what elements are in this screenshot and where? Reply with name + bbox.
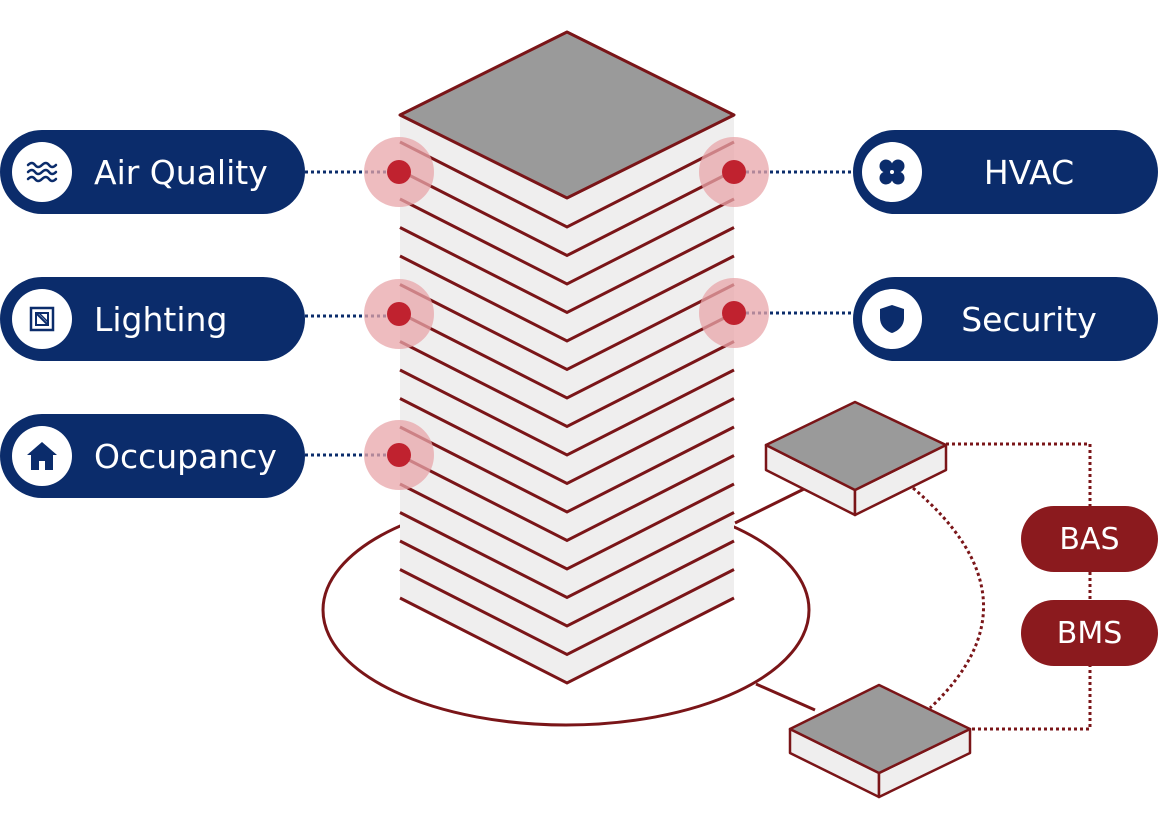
- security-label: Security: [961, 299, 1097, 339]
- floor-line: [399, 482, 735, 571]
- sensor-lighting: [364, 279, 434, 349]
- connector-bas: [946, 442, 1092, 508]
- floor-line: [399, 454, 735, 543]
- floor-line: [399, 283, 735, 372]
- floor-line: [399, 511, 735, 600]
- bas-tag: BAS: [1021, 506, 1158, 572]
- tower-roof: [398, 30, 736, 200]
- sensor-occupancy: [364, 420, 434, 490]
- shield-icon: [862, 289, 922, 349]
- floor-line: [399, 311, 735, 400]
- server-lower: [788, 683, 972, 799]
- lighting-pill: Lighting: [0, 277, 305, 361]
- hvac-pill: HVAC: [853, 130, 1158, 214]
- air-quality-pill: Air Quality: [0, 130, 305, 214]
- occupancy-label: Occupancy: [94, 436, 277, 476]
- floor-line: [399, 140, 735, 229]
- sensor-hvac: [699, 137, 769, 207]
- sensor-air-quality: [364, 137, 434, 207]
- floor-line: [399, 368, 735, 457]
- air-quality-label: Air Quality: [94, 152, 268, 192]
- floor-line: [399, 539, 735, 628]
- bms-tag: BMS: [1021, 600, 1158, 666]
- server-upper: [764, 400, 948, 517]
- sensors: [364, 137, 769, 490]
- floor-line: [399, 340, 735, 429]
- floor-line: [399, 197, 735, 286]
- floor-line: [399, 596, 735, 685]
- network-link-upper: [734, 486, 807, 525]
- floor-line: [399, 254, 735, 343]
- sensor-security: [699, 278, 769, 348]
- floor-line: [399, 226, 735, 315]
- network-link-lower: [755, 682, 816, 712]
- floor-line: [399, 169, 735, 258]
- security-pill: Security: [853, 277, 1158, 361]
- occupancy-pill: Occupancy: [0, 414, 305, 498]
- tower: [398, 30, 736, 685]
- light-panel-icon: [12, 289, 72, 349]
- tower-left-face: [400, 115, 567, 683]
- floor-line: [399, 568, 735, 657]
- floor-line: [399, 425, 735, 514]
- hvac-label: HVAC: [983, 152, 1075, 192]
- home-icon: [12, 426, 72, 486]
- floor-lines: [399, 140, 735, 685]
- connector-bms: [970, 664, 1092, 731]
- system-connectors: [912, 442, 1092, 731]
- lighting-label: Lighting: [94, 299, 228, 339]
- waves-icon: [12, 142, 72, 202]
- fan-icon: [862, 142, 922, 202]
- connector-server-arc: [912, 486, 985, 710]
- floor-line: [399, 397, 735, 486]
- tower-right-face: [567, 115, 734, 683]
